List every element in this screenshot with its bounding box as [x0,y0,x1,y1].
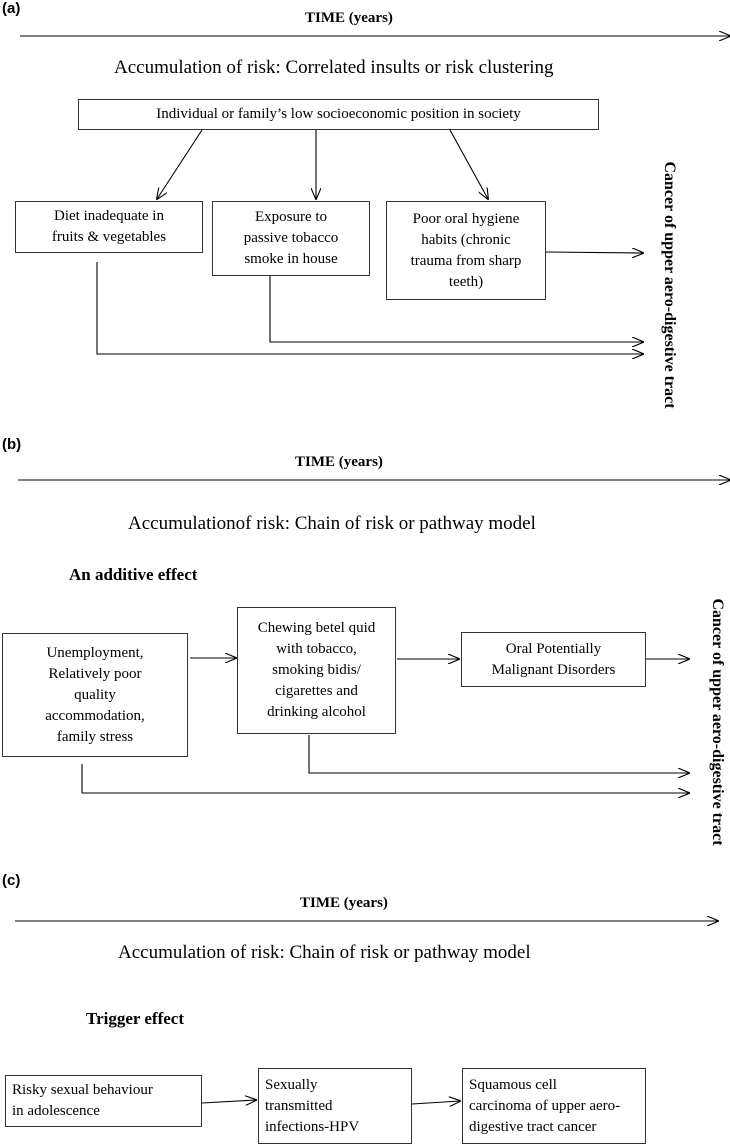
box-unemployment-line: Relatively poor [48,665,142,682]
box-diet: Diet inadequate in fruits & vegetables [15,201,203,253]
arrow-ses-to-hygiene [449,129,488,199]
box-sti-line: Sexually [265,1076,318,1093]
box-opmd: Oral Potentially Malignant Disorders [461,632,646,687]
box-low-ses: Individual or family’s low socioeconomic… [78,99,599,130]
box-oral-hygiene: Poor oral hygiene habits (chronic trauma… [386,201,546,300]
subhead-c: Trigger effect [86,1009,184,1028]
heading-a: Accumulation of risk: Correlated insults… [114,57,554,78]
box-chewing-betel: Chewing betel quid with tobacco, smoking… [237,607,396,734]
box-smoke-line: smoke in house [244,251,338,267]
box-hygiene-line: Poor oral hygiene [412,210,520,227]
panel-label-c: (c) [2,872,21,889]
heading-b: Accumulationof risk: Chain of risk or pa… [128,513,536,534]
box-low-ses-text: Individual or family’s low socioeconomic… [156,106,521,122]
box-unemployment: Unemployment, Relatively poor quality ac… [2,633,188,757]
box-opmd-line: Oral Potentially [505,640,602,657]
arrow-diet-to-cancer [96,262,643,354]
box-scc: Squamous cell carcinoma of upper aero- d… [462,1068,646,1144]
arrow-ses-to-diet [157,129,203,199]
time-label-c: TIME (years) [300,895,388,911]
heading-c: Accumulation of risk: Chain of risk or p… [118,942,531,963]
box-unemployment-line: Unemployment, [46,644,144,661]
box-scc-line: carcinoma of upper aero- [469,1097,621,1114]
box-smoke-line: passive tobacco [243,230,339,246]
time-label-a: TIME (years) [305,10,393,26]
outcome-label-a: Cancer of upper aero-digestive tract [661,161,678,409]
box-risky-line: Risky sexual behaviour [12,1082,153,1098]
box-smoke-line: Exposure to [254,209,328,225]
box-sti-hpv: Sexually transmitted infections-HPV [258,1068,412,1144]
box-chewing-line: Chewing betel quid [257,620,376,636]
arrow-chewing-to-cancer [308,735,689,773]
box-unemployment-line: accommodation, [45,707,145,724]
box-hygiene-line: trauma from sharp [410,252,522,269]
box-hygiene-line: teeth) [448,273,484,290]
time-label-b: TIME (years) [295,454,383,470]
box-unemployment-line: quality [74,686,116,703]
box-risky-line: in adolescence [12,1103,100,1119]
box-diet-line: fruits & vegetables [51,229,167,245]
arrow-sti-to-scc [411,1101,460,1104]
box-scc-line: Squamous cell [469,1076,557,1093]
box-chewing-line: smoking bidis/ [272,662,361,678]
box-passive-smoke: Exposure to passive tobacco smoke in hou… [212,201,370,276]
outcome-label-b: Cancer of upper aero-digestive tract [709,598,726,846]
arrow-hygiene-to-cancer [545,252,643,253]
subhead-b: An additive effect [69,565,198,584]
box-chewing-line: cigarettes and [275,683,358,699]
box-scc-line: digestive tract cancer [469,1118,597,1135]
arrow-risky-to-sti [201,1100,256,1103]
box-risky-behaviour: Risky sexual behaviour in adolescence [5,1075,202,1127]
panel-label-b: (b) [2,436,22,453]
box-unemployment-line: family stress [56,728,134,745]
box-diet-line: Diet inadequate in [54,208,164,224]
box-opmd-line: Malignant Disorders [491,661,616,678]
box-sti-line: transmitted [265,1097,333,1114]
box-hygiene-line: habits (chronic [421,231,511,248]
box-chewing-line: drinking alcohol [267,704,366,720]
box-chewing-line: with tobacco, [276,641,357,657]
panel-label-a: (a) [2,0,21,17]
box-sti-line: infections-HPV [265,1118,360,1135]
arrow-smoke-to-cancer [269,262,643,342]
